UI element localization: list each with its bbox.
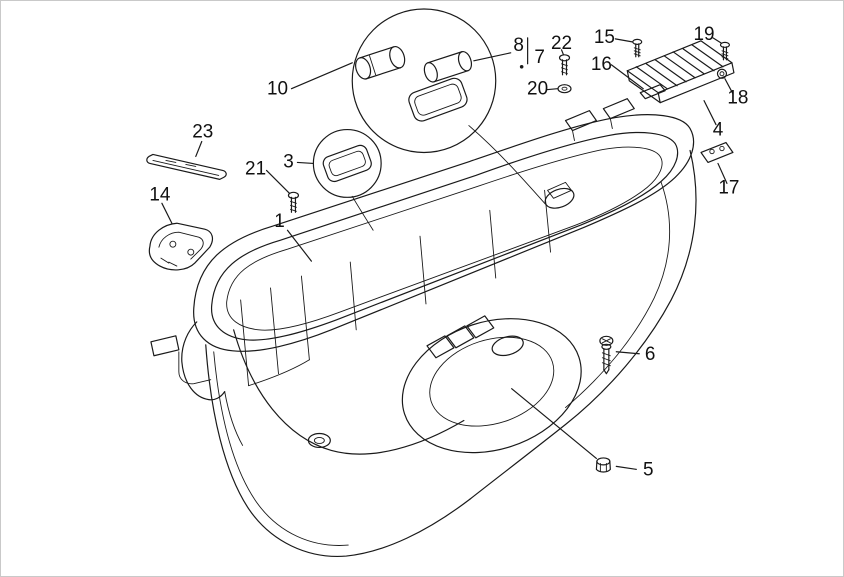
leader-21: [265, 169, 291, 194]
dot-under-7: [519, 64, 524, 69]
part-label-20: 20: [527, 79, 548, 100]
leader-10: [290, 62, 353, 90]
leader-17: [717, 162, 728, 184]
leader-5: [615, 465, 637, 470]
part-label-1: 1: [274, 211, 285, 232]
screw-19: [719, 41, 731, 61]
lid-part-4: [626, 40, 735, 104]
screw-21: [287, 191, 300, 213]
part-label-23: 23: [192, 122, 213, 143]
part-label-19: 19: [693, 24, 714, 45]
lid-hatching: [635, 44, 724, 90]
leader-18: [724, 78, 734, 95]
screw-15: [632, 38, 643, 58]
leader-6: [615, 351, 640, 355]
helmet-box-body: [150, 98, 697, 558]
strip-part-23: [146, 153, 227, 180]
part-label-5: 5: [643, 459, 654, 480]
part-label-14: 14: [149, 184, 170, 205]
leader-16: [610, 64, 644, 90]
leader-3: [296, 161, 314, 165]
part-label-16: 16: [591, 54, 612, 75]
part-labels: 1 3 4 5 6 7 8 10 14 15 16 17 18 19 20 21…: [149, 24, 748, 480]
part-label-7: 7: [534, 47, 545, 68]
nut-5: [595, 457, 611, 473]
leader-lines: [161, 37, 734, 470]
part-label-3: 3: [283, 151, 294, 172]
part-label-22: 22: [551, 33, 572, 54]
clip-part-17: [700, 141, 734, 164]
part-label-15: 15: [594, 27, 615, 48]
part-label-6: 6: [645, 344, 656, 365]
leader-14: [161, 202, 173, 224]
rubber-pad-large: [408, 77, 468, 122]
leader-4: [703, 100, 717, 126]
leader-15: [614, 38, 633, 43]
leader-19: [712, 37, 722, 44]
part-label-17: 17: [718, 177, 739, 198]
leader-8-7: [473, 52, 512, 62]
callout-circle-large: [351, 8, 547, 205]
leader-5-long: [511, 388, 597, 460]
part-label-10: 10: [267, 79, 288, 100]
callout-large-pointer: [468, 125, 547, 205]
leader-1: [286, 229, 312, 262]
leader-22: [560, 49, 565, 56]
rubber-buffer-a: [355, 45, 406, 80]
bracket-part-14: [148, 222, 214, 271]
lid-grommet: [716, 68, 728, 79]
screw-6: [599, 335, 614, 375]
leader-20: [545, 88, 559, 91]
part-label-18: 18: [727, 88, 748, 109]
washer-20: [557, 84, 572, 94]
callout-circle-small: [312, 128, 382, 231]
rubber-buffer-b: [423, 50, 473, 83]
part-label-21: 21: [245, 158, 266, 179]
part-label-8: 8: [513, 35, 524, 56]
rubber-pad-small: [322, 144, 372, 183]
screw-22: [558, 54, 571, 76]
leader-23: [195, 140, 203, 158]
fasteners: [287, 38, 731, 473]
callout-small-pointer: [351, 195, 374, 231]
part-label-4: 4: [713, 120, 724, 141]
